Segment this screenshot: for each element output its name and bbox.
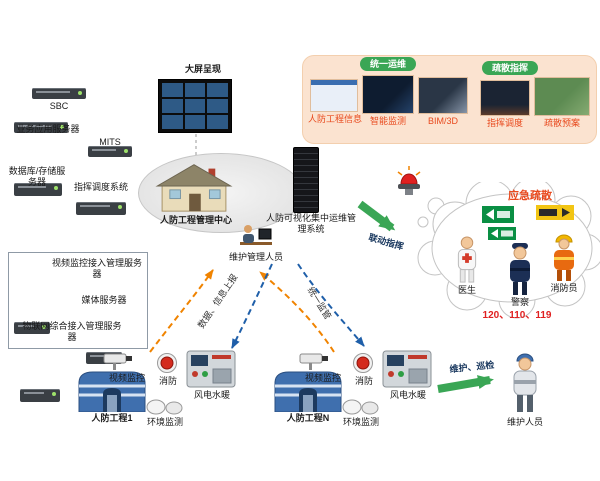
exit-sign-icon (482, 206, 514, 223)
alarm-beacon-icon (394, 164, 424, 196)
screenshot-evac-map (534, 77, 590, 116)
doctor-label: 医生 (457, 285, 476, 295)
media-server-label: 媒体服务器 (81, 295, 127, 305)
site-n-group: 视频监控 消防 风电水暖 环境监测 人防工程N (266, 348, 438, 438)
doctor-figure-icon (452, 236, 482, 284)
fire-label: 消防 (158, 376, 177, 386)
environment-label: 环境监测 (146, 417, 183, 427)
video-monitor-label: 视频监控 (304, 373, 341, 383)
linkage-cmd-label: 联动指挥 (367, 232, 405, 252)
fire-label: 消防 (354, 376, 373, 386)
police-label: 警察 (510, 297, 529, 307)
mgmt-center-label: 人防工程管理中心 (159, 215, 232, 225)
video-monitor-label: 视频监控 (108, 373, 145, 383)
maintain-patrol-label: 维护、巡检 (449, 359, 495, 375)
screenshot-monitoring (362, 75, 414, 114)
panel-label-dispatch: 指挥调度 (486, 118, 523, 128)
firefighter-label: 消防员 (550, 283, 578, 293)
shelter-building-icon (272, 368, 344, 412)
screenshot-info-system (310, 79, 358, 112)
video-wall-icon (158, 79, 232, 133)
environment-label: 环境监测 (342, 417, 379, 427)
panel-label-bim: BIM/3D (427, 116, 458, 126)
utility-cabinet-icon (186, 350, 236, 388)
screenshot-dispatch (480, 80, 530, 116)
evac-route-sign-icon (536, 205, 574, 220)
cctv-camera-icon (298, 350, 334, 370)
panel-label-monitoring: 智能监测 (369, 116, 406, 126)
emergency-evac-title: 应急疏散 (508, 190, 552, 202)
firefighter-figure-icon (548, 234, 580, 282)
iot-access-server-label: 物联网综合接入管理服务器 (22, 321, 122, 342)
panel-label-evac-plan: 疏散预案 (543, 118, 580, 128)
site-1-group: 视频监控 消防 风电水暖 环境监测 人防工程1 (70, 348, 242, 438)
fire-alarm-icon (156, 352, 178, 374)
maintenance-mgr-label: 维护管理人员 (228, 252, 283, 262)
access-server-box (8, 252, 148, 349)
maintenance-worker-icon (506, 352, 544, 414)
env-sensor-icon (144, 395, 184, 415)
server-icon (32, 88, 86, 99)
unified-ops-badge: 统一运维 (360, 57, 416, 71)
emergency-hotlines: 120、110、119 (482, 310, 552, 321)
police-figure-icon (504, 242, 536, 296)
server-icon (14, 122, 68, 133)
utilities-label: 风电水暖 (193, 390, 230, 400)
server-icon (76, 202, 126, 215)
data-report-flow-label: 数据、信息上报 (195, 272, 240, 331)
site-name-label: 人防工程N (286, 413, 330, 423)
shelter-building-icon (76, 368, 148, 412)
house-icon (150, 157, 238, 215)
app-server-label: 业务应用服务器 (16, 124, 80, 134)
sbc-label: SBC (49, 101, 69, 111)
dispatch-system-label: 指挥调度系统 (73, 182, 128, 192)
maintainer-label: 维护人员 (506, 417, 543, 427)
server-icon (20, 389, 60, 402)
server-rack-icon (293, 147, 319, 213)
site-name-label: 人防工程1 (91, 413, 133, 423)
server-icon (14, 322, 50, 334)
exit-sign-small-icon (488, 227, 516, 240)
evac-cmd-badge: 疏散指挥 (482, 61, 538, 75)
db-server-label: 数据库/存储服务器 (8, 166, 66, 187)
utilities-label: 风电水暖 (389, 390, 426, 400)
big-screen-label: 大屏呈现 (184, 64, 221, 74)
operator-desk-icon (238, 221, 274, 251)
utility-cabinet-icon (382, 350, 432, 388)
ops-system-label: 人防可视化集中运维管理系统 (265, 213, 356, 234)
server-icon (88, 146, 132, 157)
panel-label-info: 人防工程信息 (307, 114, 362, 124)
supervision-flow-label: 统一监管 (305, 285, 334, 322)
env-sensor-icon (340, 395, 380, 415)
cctv-camera-icon (102, 350, 138, 370)
server-icon (14, 183, 62, 196)
fire-alarm-icon (352, 352, 374, 374)
screenshot-bim-3d (418, 77, 468, 114)
mits-label: MITS (99, 137, 121, 147)
video-access-server-label: 视频监控接入管理服务器 (52, 258, 143, 279)
